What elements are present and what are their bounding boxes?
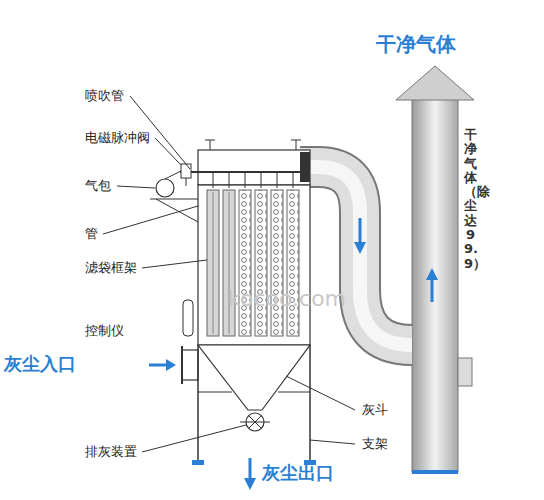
part-label: 电磁脉冲阀 xyxy=(85,130,150,146)
part-label: 气包 xyxy=(85,178,111,194)
part-label: 排灰装置 xyxy=(85,444,137,460)
part-label: 灰斗 xyxy=(362,402,388,418)
inlet-label: 灰尘入口 xyxy=(4,353,76,375)
outlet-label: 灰尘出口 xyxy=(262,462,334,484)
part-label: 管 xyxy=(85,226,98,242)
watermark: kocoo.com xyxy=(228,286,346,312)
part-label: 控制仪 xyxy=(85,323,124,339)
part-label: 支架 xyxy=(362,436,388,452)
flow-label: 干净气体 xyxy=(376,32,456,56)
part-label: 滤袋框架 xyxy=(85,260,137,276)
part-label: 喷吹管 xyxy=(85,88,124,104)
vertical-note: 干净气体（除尘达99.9） xyxy=(464,128,477,271)
